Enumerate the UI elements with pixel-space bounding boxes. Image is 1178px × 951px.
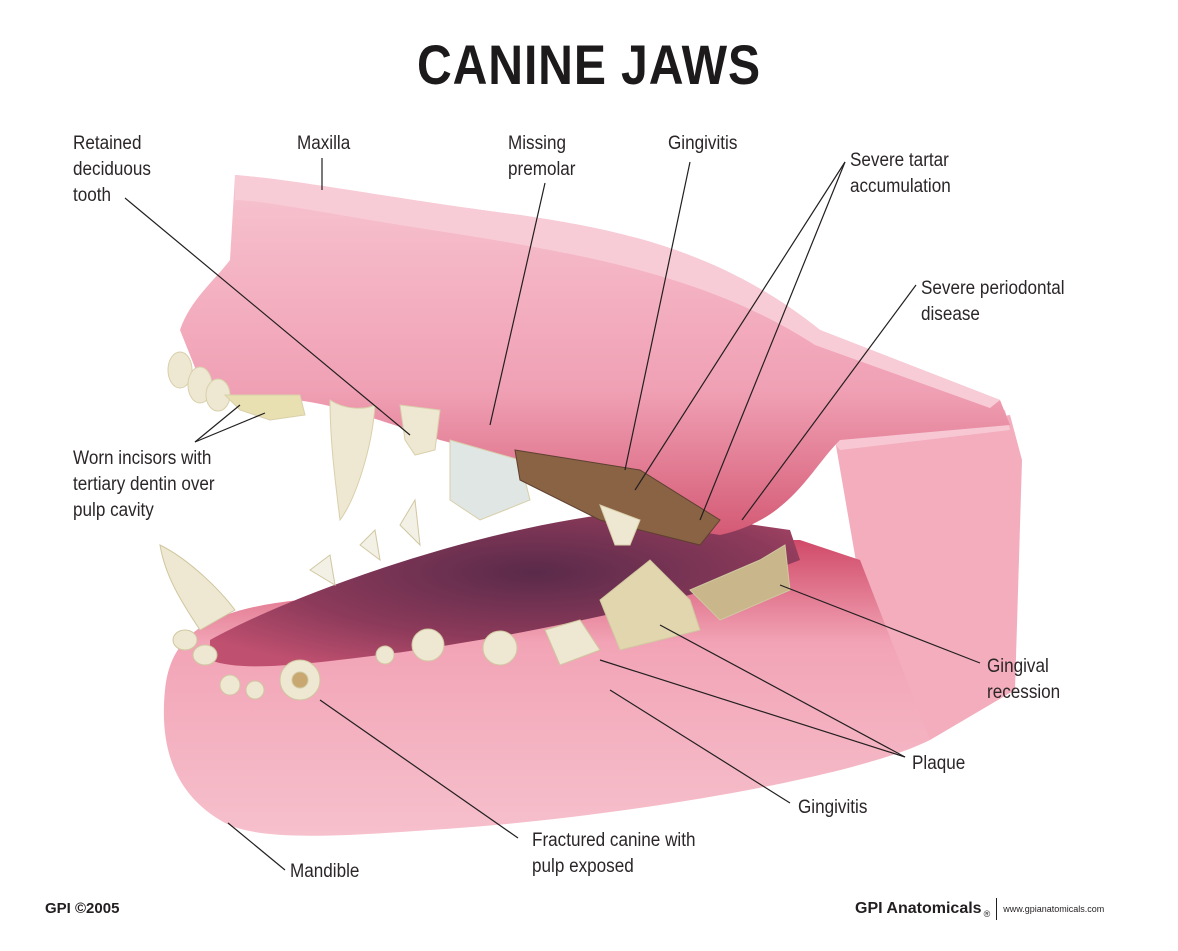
website-url: www.gpianatomicals.com xyxy=(1003,904,1105,914)
label-gingivitis-lower: Gingivitis xyxy=(798,797,868,818)
registered-mark: ® xyxy=(983,909,991,919)
label-gingival-recession: Gingival recession xyxy=(987,656,1061,703)
mandible-shape xyxy=(163,510,931,836)
lower-teeth xyxy=(159,498,791,701)
label-gingivitis-upper: Gingivitis xyxy=(668,133,738,154)
maxilla-shape xyxy=(180,175,1010,535)
label-retained-deciduous-tooth: Retained deciduous tooth xyxy=(73,133,151,206)
copyright-notice: GPI ©2005 xyxy=(45,900,120,917)
upper-teeth xyxy=(167,351,721,546)
label-plaque: Plaque xyxy=(912,753,966,774)
footer-divider xyxy=(996,898,998,920)
label-mandible: Mandible xyxy=(290,861,360,882)
brand-name: GPI Anatomicals xyxy=(855,900,982,917)
label-fractured-canine: Fractured canine with pulp exposed xyxy=(532,830,696,877)
label-severe-periodontal-disease: Severe periodontal disease xyxy=(921,278,1065,325)
label-worn-incisors: Worn incisors with tertiary dentin over … xyxy=(73,448,215,521)
brand-footer: GPI Anatomicals ® www.gpianatomicals.com xyxy=(855,898,1104,920)
leader-lines xyxy=(124,158,981,871)
diagram-title: CANINE JAWS xyxy=(417,33,761,96)
label-missing-premolar: Missing premolar xyxy=(508,133,576,180)
label-severe-tartar-accumulation: Severe tartar accumulation xyxy=(850,150,951,197)
label-maxilla: Maxilla xyxy=(297,133,351,154)
